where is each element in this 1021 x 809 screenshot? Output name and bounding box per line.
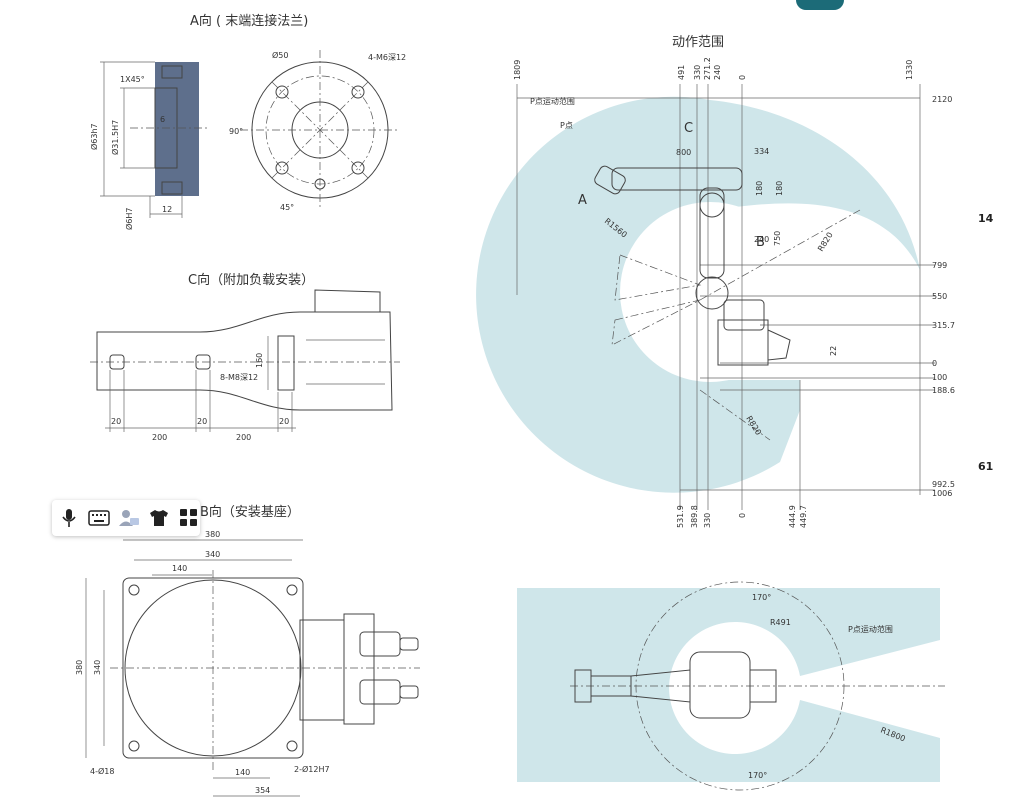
dim-380-left: 380	[75, 660, 84, 675]
dim-140-top: 140	[172, 564, 187, 573]
dim-m6: 4-M6深12	[368, 53, 406, 62]
dim-140-bottom: 140	[235, 768, 250, 777]
plan-label-170-bottom: 170°	[748, 771, 767, 780]
dim-354: 354	[255, 786, 270, 795]
side-marker-61: 61	[978, 460, 994, 473]
label-800: 800	[676, 148, 691, 157]
top-dim-240: 240	[713, 65, 722, 80]
label-p-point: P点	[560, 121, 573, 130]
dim-holes: 4-Ø18	[90, 766, 114, 776]
top-dim-271: 271.2	[703, 57, 712, 80]
keyboard-icon[interactable]	[88, 506, 110, 530]
right-dim-799: 799	[932, 261, 947, 270]
view-b: B向（安装基座） 380 340 140 380 340 4-Ø18 140 2…	[75, 504, 420, 797]
label-334: 334	[754, 147, 769, 156]
dim-chamfer: 1X45°	[120, 75, 145, 84]
label-p-range: P点运动范围	[530, 96, 575, 106]
dim-pins: 2-Ø12H7	[294, 764, 330, 774]
view-a-title: A向 ( 末端连接法兰)	[190, 13, 308, 29]
dim-d6: Ø6H7	[124, 208, 134, 231]
microphone-icon[interactable]	[58, 506, 80, 530]
top-dim-1330: 1330	[905, 60, 914, 80]
plan-label-r491: R491	[770, 618, 791, 627]
label-750: 750	[773, 231, 782, 246]
dim-20c: 20	[279, 417, 289, 426]
label-240: 240	[754, 235, 769, 244]
dim-12: 12	[162, 205, 172, 214]
bottom-dim-449: 449.7	[799, 505, 808, 528]
right-dim-315: 315.7	[932, 321, 955, 330]
dim-340-left: 340	[93, 660, 102, 675]
dim-380-top: 380	[205, 530, 220, 539]
label-r820-upper: R820	[816, 231, 835, 253]
plan-label-p-range: P点运动范围	[848, 624, 893, 634]
view-c: C向（附加负载安装） 8-M8深12 160 20 200 20 200 20	[90, 272, 400, 442]
bottom-dim-531: 531.9	[676, 505, 685, 528]
top-dim-330: 330	[693, 65, 702, 80]
view-b-title: B向（安装基座）	[200, 504, 300, 520]
floating-toolbar	[52, 500, 200, 536]
view-c-title: C向（附加负载安装）	[188, 272, 314, 288]
side-marker-14: 14	[978, 212, 994, 225]
dim-od63: Ø63h7	[89, 123, 99, 150]
plan-label-170-top: 170°	[752, 593, 771, 602]
grid-icon[interactable]	[178, 506, 200, 530]
dim-20a: 20	[111, 417, 121, 426]
motion-title: 动作范围	[672, 35, 724, 50]
bottom-dim-389: 389.8	[690, 505, 699, 528]
label-22: 22	[829, 346, 838, 356]
shirt-icon[interactable]	[148, 506, 170, 530]
right-dim-1006: 1006	[932, 489, 952, 498]
right-dim-0: 0	[932, 359, 937, 368]
label-b: B	[756, 235, 765, 250]
right-dim-100: 100	[932, 373, 947, 382]
bottom-dim-330: 330	[703, 513, 712, 528]
label-180a: 180	[755, 181, 764, 196]
dim-m8: 8-M8深12	[220, 373, 258, 382]
plan-reach-area	[517, 588, 940, 782]
motion-range-view: 动作范围 P点运动范围 P点 A C B	[476, 35, 955, 528]
top-dim-0: 0	[738, 75, 747, 80]
dim-200a: 200	[152, 433, 167, 442]
top-badge	[796, 0, 844, 10]
label-c: C	[684, 121, 693, 136]
right-dim-550: 550	[932, 292, 947, 301]
user-card-icon[interactable]	[118, 506, 140, 530]
dim-45deg: 45°	[280, 203, 294, 212]
dim-90deg: 90°	[229, 127, 243, 136]
bottom-dim-444: 444.9	[788, 505, 797, 528]
dim-6: 6	[160, 115, 165, 124]
dim-340-top: 340	[205, 550, 220, 559]
bottom-dim-0: 0	[738, 513, 747, 518]
dim-d50: Ø50	[272, 50, 288, 60]
plan-view: 170° R491 P点运动范围 R1800 170°	[517, 581, 945, 791]
dim-d315: Ø31.5H7	[110, 120, 120, 155]
dim-160: 160	[255, 353, 264, 368]
right-dim-2120: 2120	[932, 95, 952, 104]
right-dim-992: 992.5	[932, 480, 955, 489]
reach-envelope	[476, 96, 920, 493]
label-a: A	[578, 193, 587, 208]
label-180b: 180	[775, 181, 784, 196]
top-dim-491: 491	[677, 65, 686, 80]
top-dim-1809: 1809	[513, 60, 522, 80]
dim-20b: 20	[197, 417, 207, 426]
view-a: A向 ( 末端连接法兰) 1X45° Ø63h7 Ø31.5H7 6 Ø6H7 …	[89, 13, 406, 230]
dim-200b: 200	[236, 433, 251, 442]
right-dim-188: 188.6	[932, 386, 955, 395]
